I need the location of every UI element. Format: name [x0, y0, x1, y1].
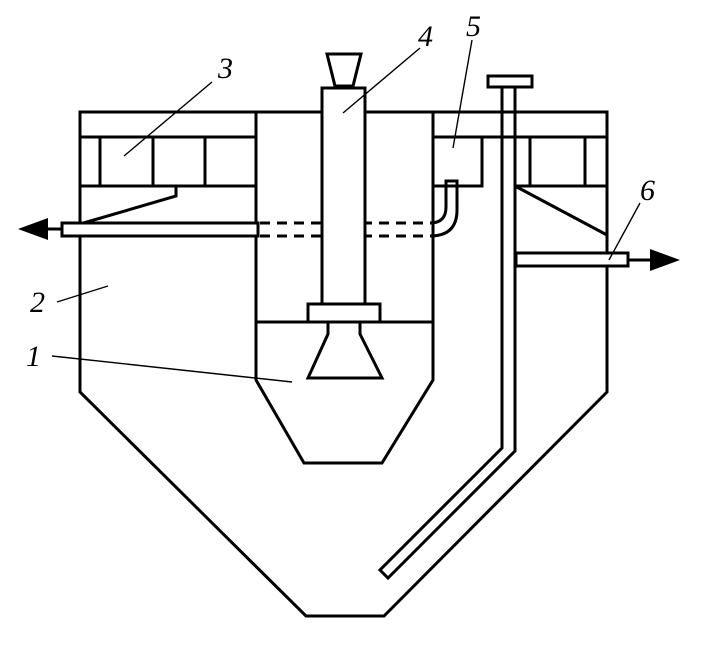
leader-lines	[51, 39, 641, 383]
label-4: 4	[418, 20, 433, 53]
froth-launder-left	[79, 137, 256, 226]
label-1: 1	[26, 340, 41, 373]
label-5: 5	[466, 10, 481, 43]
froth-launder-right	[433, 137, 608, 237]
outlet-arrow-left	[18, 218, 62, 240]
outlet-arrow-right	[628, 249, 680, 271]
label-6: 6	[640, 174, 655, 207]
outer-tank	[78, 110, 609, 618]
feed-pipe	[377, 74, 534, 581]
label-3: 3	[217, 52, 233, 85]
label-2: 2	[30, 286, 45, 319]
outlet-pipe-left	[60, 179, 459, 238]
impeller-shaft	[305, 52, 385, 380]
